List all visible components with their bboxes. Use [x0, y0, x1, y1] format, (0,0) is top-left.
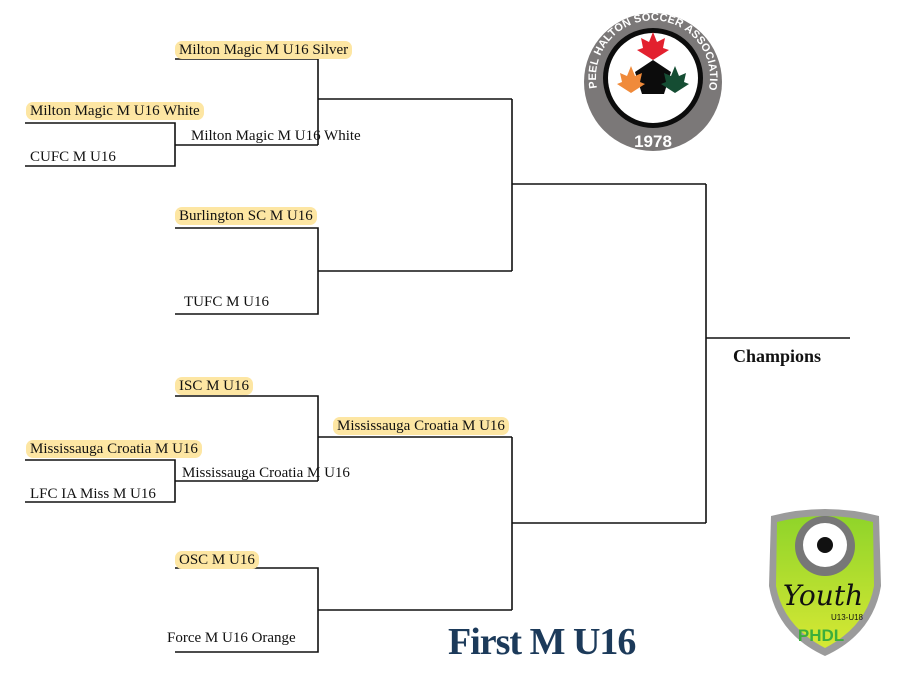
champions-label: Champions	[733, 346, 822, 366]
bracket-line	[175, 58, 512, 145]
bracket-line	[25, 459, 318, 503]
team-label: ISC M U16	[175, 377, 254, 395]
team-label: Mississauga Croatia M U16	[333, 417, 509, 435]
team-label: Milton Magic M U16 Silver	[175, 41, 353, 59]
bracket-line	[511, 437, 706, 610]
team-label: Burlington SC M U16	[175, 207, 317, 225]
bracket-line	[175, 227, 512, 315]
bracket-line	[705, 184, 850, 523]
youth-phdl-badge: Youth U13-U18 PHDL	[769, 509, 881, 656]
association-logo: PEEL HALTON SOCCER ASSOCIATION 1978	[583, 10, 722, 151]
team-label: CUFC M U16	[30, 149, 116, 165]
team-label: Mississauga Croatia M U16	[26, 440, 202, 458]
bracket-line	[511, 99, 706, 271]
team-label: Mississauga Croatia M U16	[182, 465, 350, 481]
team-label: TUFC M U16	[184, 294, 270, 310]
page-title: First M U16	[448, 621, 636, 663]
team-label: OSC M U16	[175, 551, 259, 569]
svg-text:Youth: Youth	[783, 579, 863, 612]
bracket-line	[25, 122, 318, 167]
bracket-line	[175, 395, 512, 481]
svg-text:1978: 1978	[634, 132, 672, 151]
svg-text:PHDL: PHDL	[798, 626, 844, 645]
team-label: LFC IA Miss M U16	[30, 486, 156, 502]
team-label: Milton Magic M U16 White	[191, 128, 361, 144]
svg-text:U13-U18: U13-U18	[831, 613, 864, 622]
team-label: Force M U16 Orange	[167, 630, 296, 646]
team-label: Milton Magic M U16 White	[26, 102, 204, 120]
